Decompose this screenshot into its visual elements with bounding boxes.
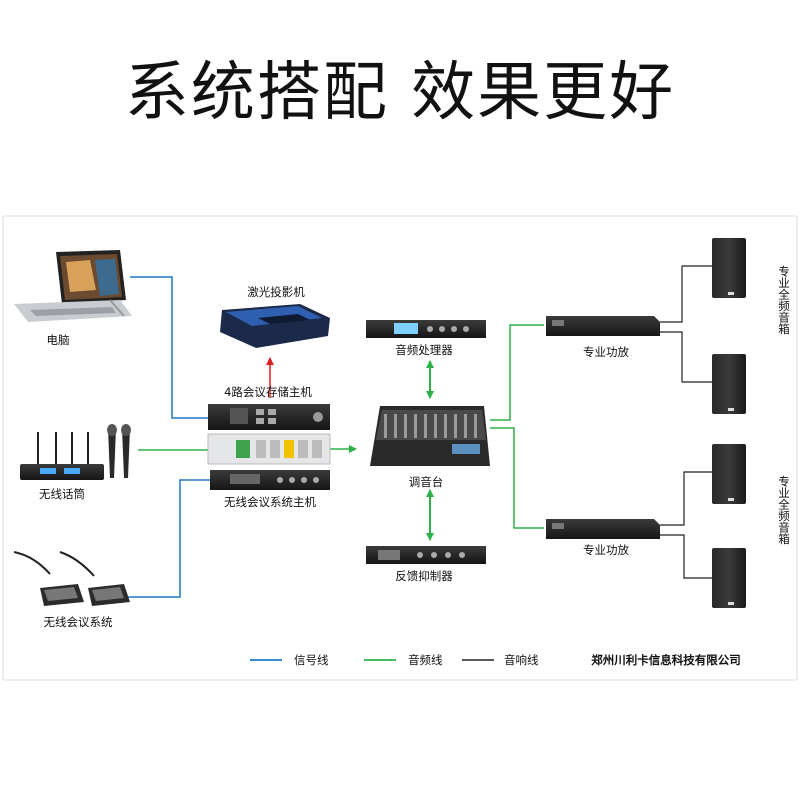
projector-device xyxy=(220,304,330,348)
signal-line-conference xyxy=(128,479,212,598)
company-name: 郑州川利卡信息科技有限公司 xyxy=(591,653,741,667)
speaker-line-3 xyxy=(660,471,712,526)
legend-speaker-label: 音响线 xyxy=(504,653,539,667)
wireless-mic-label: 无线话筒 xyxy=(39,487,85,501)
amp-top-label: 专业功放 xyxy=(583,345,629,359)
feedback-suppressor-device xyxy=(366,546,486,564)
audio-line-mixer-amp-bottom xyxy=(490,427,544,529)
audio-line-mixer-amp-top xyxy=(490,324,544,421)
speaker-label-bottom: 专业全频音箱 xyxy=(777,475,791,546)
legend-audio-label: 音频线 xyxy=(408,653,443,667)
recorder-label: 4路会议存储主机 xyxy=(224,385,312,399)
speaker-line-1 xyxy=(660,265,712,323)
laptop-label: 电脑 xyxy=(47,333,70,347)
recorder-device xyxy=(208,404,330,430)
conference-host-device xyxy=(210,470,330,490)
audio-processor-device xyxy=(366,320,486,338)
amp-bottom-label: 专业功放 xyxy=(583,543,629,557)
speaker-2 xyxy=(712,354,746,414)
conference-system-label: 无线会议系统 xyxy=(44,615,113,629)
speaker-1 xyxy=(712,238,746,298)
amp-top-device xyxy=(546,316,660,336)
mixer-device xyxy=(370,406,490,466)
speaker-line-2 xyxy=(660,331,712,383)
diagram-frame xyxy=(2,215,798,681)
speaker-3 xyxy=(712,444,746,504)
wireless-mic-device xyxy=(20,424,131,480)
projector-label: 激光投影机 xyxy=(247,285,305,299)
signal-line-laptop xyxy=(130,276,210,419)
switch-unit-device xyxy=(207,433,331,465)
amp-bottom-device xyxy=(546,519,660,539)
conference-host-label: 无线会议系统主机 xyxy=(224,495,316,509)
audio-processor-label: 音频处理器 xyxy=(395,343,453,357)
headline: 系统搭配 效果更好 xyxy=(124,56,676,130)
conference-system-device xyxy=(13,551,130,606)
speaker-label-top: 专业全频音箱 xyxy=(777,265,791,336)
mixer-label: 调音台 xyxy=(409,475,444,489)
speaker-line-4 xyxy=(660,534,712,579)
legend-signal-label: 信号线 xyxy=(294,653,329,667)
legend: 信号线 音频线 音响线 xyxy=(250,653,539,667)
laptop-device xyxy=(14,250,132,322)
speaker-4 xyxy=(712,548,746,608)
feedback-suppressor-label: 反馈抑制器 xyxy=(395,569,453,583)
